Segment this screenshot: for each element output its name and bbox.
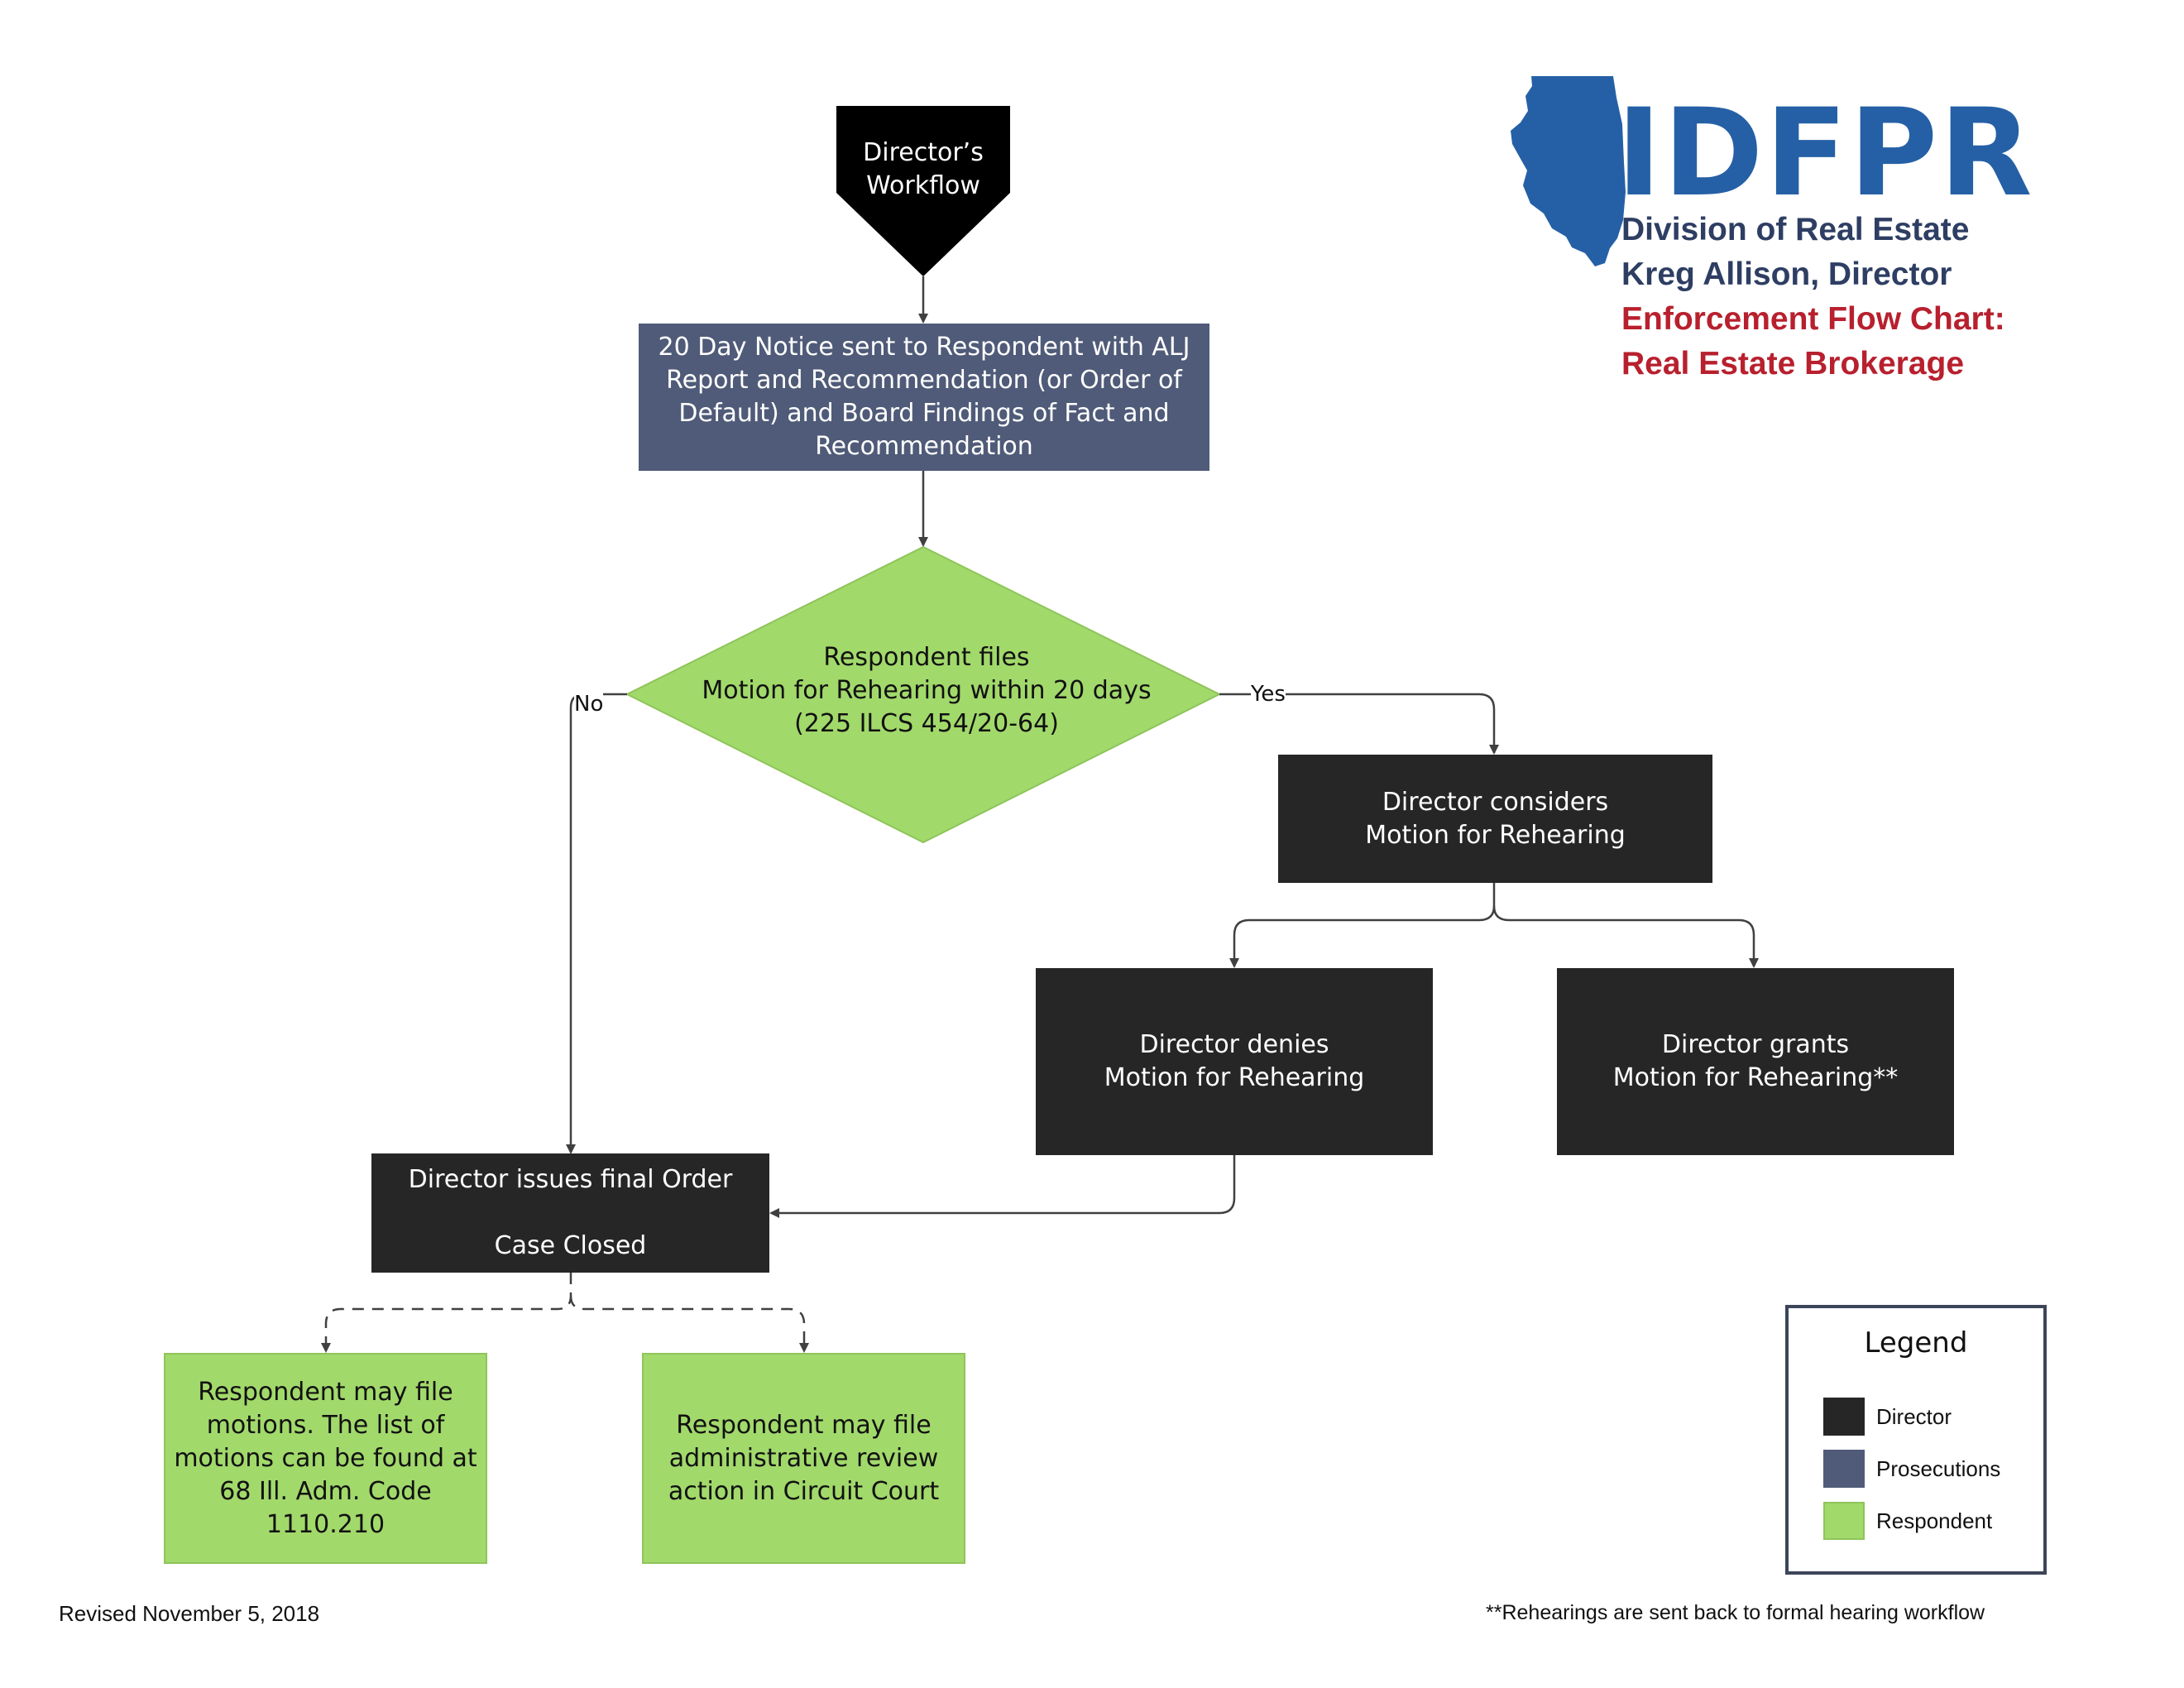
final-order-box: Director issues final Order Case Closed <box>371 1153 769 1273</box>
edge-denies-to-final <box>769 1155 1236 1218</box>
legend: Legend Director Prosecutions Respondent <box>1785 1305 2047 1575</box>
illinois-map-icon <box>1511 76 1626 266</box>
idfpr-logo-text: IDFPR <box>1616 83 2034 223</box>
legend-item-prosecutions: Prosecutions <box>1823 1450 2000 1488</box>
decision-diamond <box>625 545 1222 844</box>
edge-label-no: No <box>574 692 604 717</box>
legend-swatch-prosecutions <box>1823 1450 1865 1488</box>
edge-considers-to-grants <box>1492 905 1759 968</box>
revised-date: Revised November 5, 2018 <box>59 1601 320 1626</box>
header-chart-title: Enforcement Flow Chart: <box>1621 301 2005 337</box>
edge-final-to-respondent-options <box>324 1273 806 1351</box>
header-chart-subtitle: Real Estate Brokerage <box>1621 346 1965 381</box>
legend-label: Prosecutions <box>1876 1455 2001 1481</box>
legend-swatch-respondent <box>1823 1502 1865 1540</box>
decision-label: Respondent files Motion for Rehearing wi… <box>702 643 1152 738</box>
arrow-to-review <box>799 1343 809 1353</box>
considers-box: Director considers Motion for Rehearing <box>1278 755 1712 883</box>
start-shape <box>836 106 1010 276</box>
header-division: Division of Real Estate <box>1621 212 1970 247</box>
legend-label: Respondent <box>1876 1508 1993 1533</box>
legend-label: Director <box>1876 1403 1952 1429</box>
legend-item-respondent: Respondent <box>1823 1502 1992 1540</box>
edge-decision-no <box>566 693 627 1154</box>
notice-box: 20 Day Notice sent to Respondent with AL… <box>639 324 1209 471</box>
arrow-to-motions <box>321 1343 331 1353</box>
edge-considers-to-denies <box>1229 883 1496 968</box>
edge-decision-yes <box>1219 693 1499 755</box>
review-box: Respondent may file administrative revie… <box>642 1353 965 1564</box>
start-label: Director’s Workflow <box>863 138 984 200</box>
rehearing-footnote: **Rehearings are sent back to formal hea… <box>1486 1601 1985 1624</box>
edge-label-yes: Yes <box>1251 682 1286 707</box>
motions-box: Respondent may file motions. The list of… <box>164 1353 487 1564</box>
grants-box: Director grants Motion for Rehearing** <box>1557 968 1954 1155</box>
denies-box: Director denies Motion for Rehearing <box>1036 968 1433 1155</box>
header-director: Kreg Allison, Director <box>1621 257 1952 292</box>
legend-title: Legend <box>1864 1326 1968 1360</box>
legend-swatch-director <box>1823 1398 1865 1436</box>
legend-item-director: Director <box>1823 1398 1952 1436</box>
